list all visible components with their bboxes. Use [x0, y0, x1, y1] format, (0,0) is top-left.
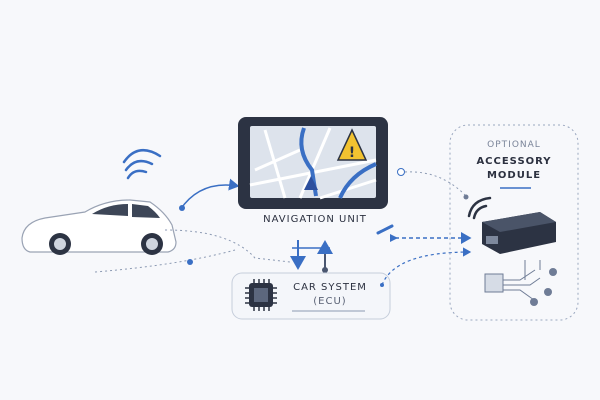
accessory-signal-icon — [467, 196, 492, 220]
car-system-title: CAR SYSTEM — [293, 282, 367, 293]
svg-text:!: ! — [349, 145, 355, 161]
chip-icon — [245, 279, 277, 311]
car-to-nav-connector — [179, 178, 240, 211]
accessory-module-device — [482, 212, 556, 254]
wireless-signal-icon — [122, 149, 162, 180]
navigation-unit-label: NAVIGATION UNIT — [263, 214, 367, 225]
accessory-title-line2: MODULE — [486, 170, 542, 181]
navigation-unit-device: ! — [238, 117, 388, 209]
circuit-icon — [484, 260, 541, 301]
car-illustration — [21, 199, 177, 255]
warning-icon — [336, 128, 368, 161]
car-system-subtitle: (ECU) — [313, 296, 347, 307]
optional-label: OPTIONAL — [487, 140, 541, 150]
optional-accessory-box — [449, 124, 579, 321]
accessory-title-line1: ACCESSORY — [476, 156, 552, 167]
